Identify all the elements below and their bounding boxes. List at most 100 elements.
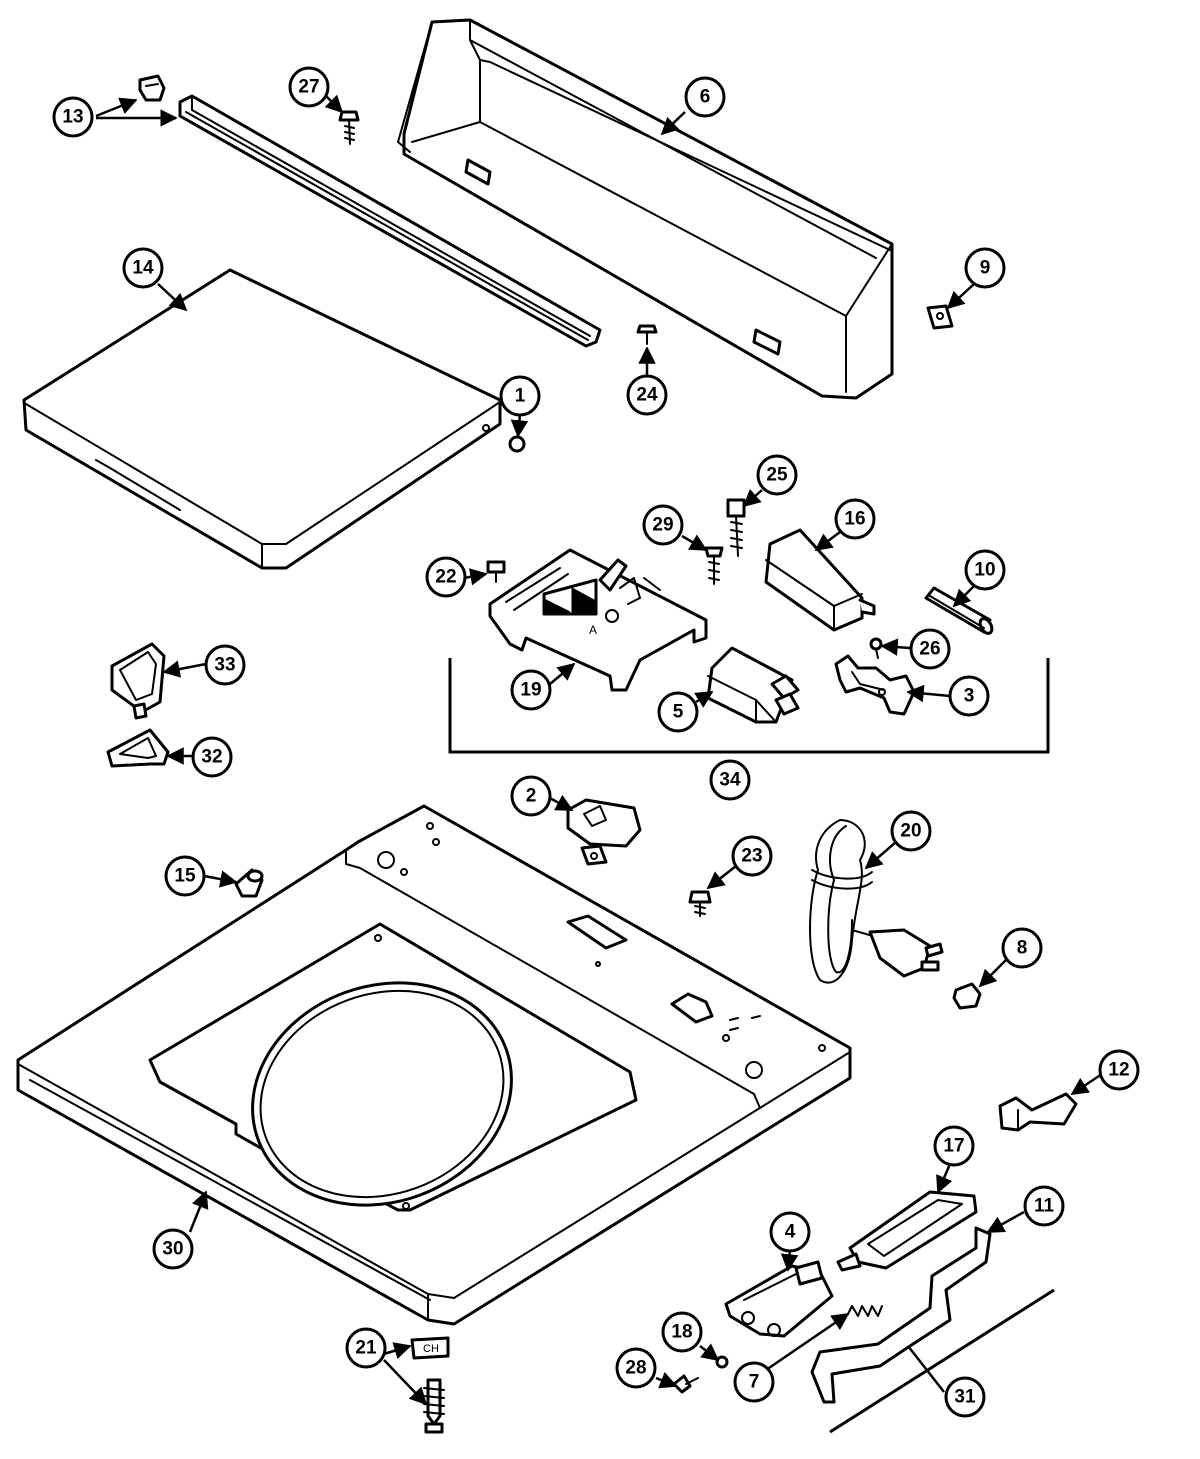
washer-top-cover bbox=[16, 804, 852, 1326]
screw-22 bbox=[486, 560, 506, 583]
callout-21: 21 bbox=[345, 1327, 387, 1369]
svg-text:3: 3 bbox=[964, 686, 975, 707]
callout-29: 29 bbox=[642, 504, 684, 546]
svg-text:34: 34 bbox=[719, 770, 741, 791]
clip-nut-21: CH bbox=[410, 1336, 450, 1360]
callout-31: 31 bbox=[944, 1376, 986, 1418]
svg-text:19: 19 bbox=[520, 680, 541, 701]
clip-marking: CH bbox=[423, 1343, 439, 1355]
callout-13: 13 bbox=[52, 96, 94, 138]
callout-15: 15 bbox=[164, 855, 206, 897]
svg-text:32: 32 bbox=[201, 747, 222, 768]
strain-relief bbox=[952, 982, 982, 1010]
callout-14: 14 bbox=[122, 247, 164, 289]
svg-text:4: 4 bbox=[785, 1222, 796, 1243]
washer-lid bbox=[22, 268, 502, 570]
callout-12: 12 bbox=[1098, 1049, 1140, 1091]
lid-actuator bbox=[566, 798, 642, 866]
callout-7: 7 bbox=[733, 1361, 775, 1403]
callout-6: 6 bbox=[684, 76, 726, 118]
callout-19: 19 bbox=[510, 669, 552, 711]
callout-22: 22 bbox=[425, 556, 467, 598]
callout-26: 26 bbox=[909, 628, 951, 670]
svg-text:17: 17 bbox=[943, 1136, 964, 1157]
callout-2: 2 bbox=[510, 775, 552, 817]
leader-lines bbox=[95, 91, 1103, 1406]
svg-text:25: 25 bbox=[766, 465, 788, 486]
screw-25 bbox=[726, 498, 746, 557]
callout-18: 18 bbox=[661, 1311, 703, 1353]
svg-text:15: 15 bbox=[174, 866, 196, 887]
callout-34: 34 bbox=[709, 759, 751, 801]
rail-clip bbox=[138, 74, 166, 102]
svg-text:10: 10 bbox=[974, 560, 995, 581]
lever-17 bbox=[836, 1190, 978, 1272]
svg-text:20: 20 bbox=[900, 821, 921, 842]
svg-text:7: 7 bbox=[749, 1372, 760, 1393]
clip-9 bbox=[926, 304, 954, 330]
svg-text:30: 30 bbox=[162, 1239, 183, 1260]
svg-text:2: 2 bbox=[526, 786, 537, 807]
callout-23: 23 bbox=[731, 835, 773, 877]
console-mounting-rail bbox=[178, 94, 602, 348]
callout-28: 28 bbox=[615, 1347, 657, 1389]
lid-bumper bbox=[508, 435, 526, 453]
bracket-letter: A bbox=[589, 623, 597, 637]
callout-10: 10 bbox=[964, 549, 1006, 591]
callout-20: 20 bbox=[890, 810, 932, 852]
svg-text:26: 26 bbox=[919, 639, 940, 660]
svg-text:14: 14 bbox=[132, 258, 154, 279]
knob-15 bbox=[234, 868, 264, 898]
screw-23 bbox=[688, 890, 712, 917]
callout-1: 1 bbox=[499, 375, 541, 417]
svg-text:31: 31 bbox=[954, 1387, 976, 1408]
screw-21 bbox=[423, 1378, 445, 1434]
screw-27 bbox=[338, 110, 360, 145]
callout-3: 3 bbox=[948, 675, 990, 717]
fuse-10 bbox=[924, 586, 994, 635]
callout-4: 4 bbox=[769, 1211, 811, 1253]
control-console bbox=[397, 18, 894, 400]
svg-text:29: 29 bbox=[652, 515, 673, 536]
switch-16 bbox=[764, 528, 876, 632]
screw-29 bbox=[704, 546, 724, 585]
svg-text:23: 23 bbox=[741, 846, 762, 867]
callout-32: 32 bbox=[191, 736, 233, 778]
svg-text:13: 13 bbox=[62, 107, 83, 128]
svg-text:9: 9 bbox=[980, 258, 991, 279]
callout-30: 30 bbox=[152, 1228, 194, 1270]
svg-text:18: 18 bbox=[671, 1322, 692, 1343]
switch-5 bbox=[706, 646, 800, 724]
spring-7 bbox=[847, 1305, 883, 1317]
assembly-bracket-34 bbox=[448, 658, 1050, 754]
wire-31 bbox=[829, 1288, 1055, 1434]
svg-text:21: 21 bbox=[355, 1338, 377, 1359]
svg-text:5: 5 bbox=[673, 702, 684, 723]
callout-27: 27 bbox=[288, 66, 330, 108]
callout-17: 17 bbox=[933, 1125, 975, 1167]
screw-26 bbox=[869, 637, 883, 659]
clip-12 bbox=[998, 1092, 1078, 1132]
tub-ring-corner bbox=[110, 642, 166, 720]
svg-text:28: 28 bbox=[625, 1358, 646, 1379]
actuator-rod bbox=[810, 1226, 992, 1404]
svg-text:22: 22 bbox=[435, 567, 456, 588]
screw-28 bbox=[672, 1374, 699, 1394]
latch-4 bbox=[724, 1260, 834, 1338]
callout-9: 9 bbox=[964, 247, 1006, 289]
mounting-bracket: A bbox=[488, 548, 708, 692]
svg-text:6: 6 bbox=[700, 87, 711, 108]
svg-text:24: 24 bbox=[636, 385, 658, 406]
svg-text:8: 8 bbox=[1017, 938, 1028, 959]
bracket-3 bbox=[834, 654, 916, 716]
callout-25: 25 bbox=[756, 454, 798, 496]
nut-18 bbox=[715, 1355, 729, 1369]
svg-text:12: 12 bbox=[1108, 1060, 1129, 1081]
callout-33: 33 bbox=[204, 644, 246, 686]
callout-11: 11 bbox=[1023, 1185, 1065, 1227]
callout-24: 24 bbox=[626, 374, 668, 416]
callout-5: 5 bbox=[657, 691, 699, 733]
svg-text:11: 11 bbox=[1034, 1196, 1055, 1217]
power-cord bbox=[809, 819, 944, 984]
